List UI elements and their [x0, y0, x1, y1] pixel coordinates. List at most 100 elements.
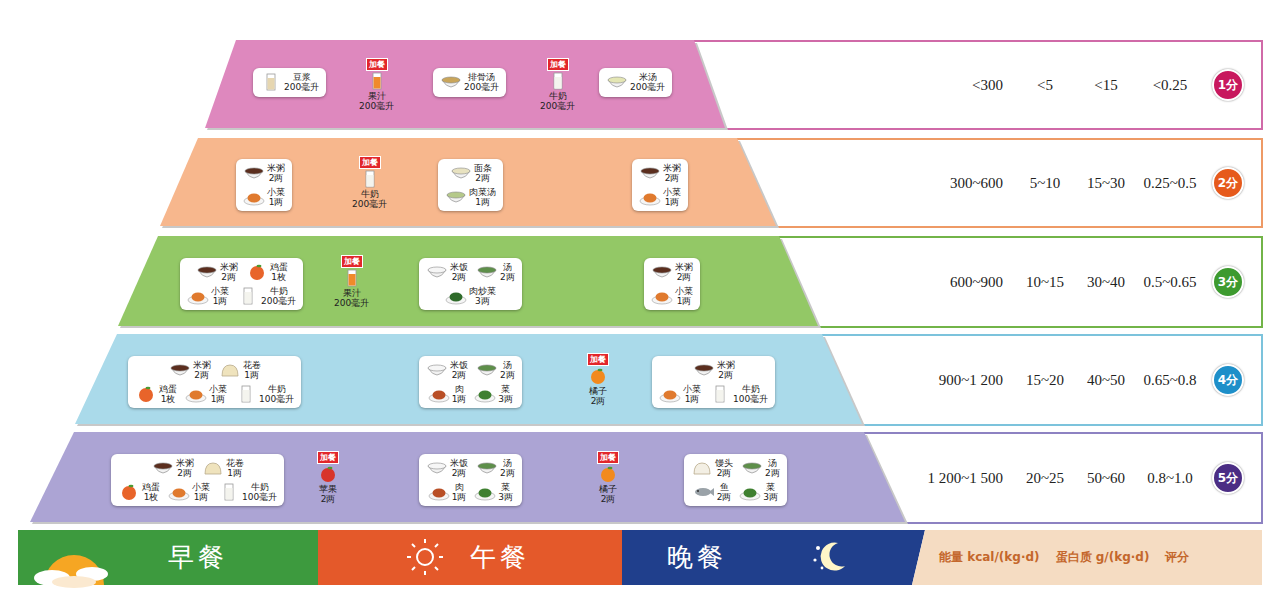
bowl-food: [653, 267, 671, 273]
food-label: 果汁 200毫升: [334, 288, 369, 309]
fish-body: [695, 488, 711, 496]
food-label: 汤 2两: [765, 458, 780, 479]
dish-food: [190, 391, 203, 400]
bowl-food: [641, 168, 659, 174]
header-text: 蛋白质 g/(kg·d): [1056, 549, 1150, 566]
drink: [717, 390, 724, 402]
dish-food: [173, 489, 186, 498]
card-row: 小菜 1两: [639, 187, 681, 208]
sun-ray: [424, 539, 426, 543]
food-item: 汤 2两: [741, 458, 780, 479]
sun-ray: [412, 544, 415, 547]
meal-card: 米粥 2两小菜 1两牛奶 100毫升: [652, 356, 775, 408]
food-icon: [426, 263, 448, 281]
food-item: 小菜 1两: [187, 286, 229, 307]
value-cell: 0.65~0.8: [1143, 372, 1196, 389]
meal-card: 米饭 2两汤 2两肉 1两菜 3两: [419, 356, 522, 408]
dish-food: [644, 194, 657, 203]
food-item: 鸡蛋 1枚: [118, 482, 160, 503]
food-item: 豆浆 200毫升: [260, 72, 319, 93]
breakfast-band: [18, 530, 318, 585]
value-cell: 15~30: [1087, 175, 1125, 192]
food-icon: [243, 164, 265, 182]
card-row: 排骨汤 200毫升: [440, 72, 499, 93]
food-label: 米饭 2两: [450, 458, 468, 479]
dish-food: [744, 489, 757, 498]
bowl-food: [447, 192, 465, 198]
score-circle: 2分: [1212, 167, 1244, 199]
card-row: 小菜 1两: [243, 187, 285, 208]
leaf: [256, 265, 261, 268]
card-row: 米粥 2两: [651, 262, 693, 283]
header-text: 评分: [1165, 549, 1189, 566]
dish-food: [432, 489, 445, 498]
meal-card: 米汤 200毫升: [599, 68, 672, 97]
food-label: 橘子 2两: [589, 386, 607, 407]
card-row: 米饭 2两汤 2两: [426, 262, 515, 283]
drink: [366, 175, 373, 187]
value-cell: <0.25: [1153, 77, 1188, 94]
food-icon: [428, 385, 450, 403]
sunrise-illustration: [34, 555, 108, 588]
glass: [242, 386, 250, 402]
food-label: 小菜 1两: [211, 286, 229, 307]
star: [821, 567, 824, 570]
meal-card: 米粥 2两花卷 1两鸡蛋 1枚小菜 1两牛奶 100毫升: [128, 356, 301, 408]
snack-item: 加餐牛奶 200毫升: [540, 58, 575, 112]
pyramid-tier: 900~1 20015~2040~500.65~0.8米粥 2两花卷 1两鸡蛋 …: [0, 334, 1264, 426]
food-icon: [218, 483, 240, 501]
food-label: 小菜 1两: [192, 482, 210, 503]
meal-name: 午餐: [470, 540, 530, 575]
glass: [267, 74, 275, 90]
sun-disc: [417, 549, 433, 565]
value-cell: 0.5~0.65: [1143, 274, 1196, 291]
food-item: 米粥 2两: [639, 163, 681, 184]
food-icon: [428, 483, 450, 501]
food-icon: [639, 164, 661, 182]
pyramid-tier: 1 200~1 50020~2550~600.8~1.0米粥 2两花卷 1两鸡蛋…: [0, 432, 1264, 524]
score-text: 2分: [1218, 175, 1238, 192]
leaf: [129, 485, 134, 488]
sun-ray: [439, 556, 443, 558]
bowl-food: [442, 77, 460, 83]
glass: [366, 171, 374, 187]
dish-food: [479, 489, 492, 498]
bowl-food: [171, 365, 189, 371]
food-icon: [243, 188, 265, 206]
value-cell: 20~25: [1026, 470, 1064, 487]
score-circle: 4分: [1212, 364, 1244, 396]
snack-badge: 加餐: [366, 58, 388, 71]
snack-badge: 加餐: [597, 451, 619, 464]
bowl-food: [478, 267, 496, 273]
leaf: [608, 467, 613, 470]
food-icon: [693, 361, 715, 379]
food-label: 米粥 2两: [193, 360, 211, 381]
food-item: 排骨汤 200毫升: [440, 72, 499, 93]
sun-ray: [424, 571, 426, 575]
food-label: 肉 1两: [452, 384, 467, 405]
food-item: 小菜 1两: [651, 286, 693, 307]
fruit: [139, 388, 153, 402]
snack-item: 加餐牛奶 200毫升: [352, 156, 387, 210]
snack-item: 加餐果汁 200毫升: [334, 255, 369, 309]
value-cell: <300: [972, 77, 1003, 94]
snack-badge: 加餐: [317, 451, 339, 464]
value-cell: 0.25~0.5: [1143, 175, 1196, 192]
food-item: 花卷 1两: [219, 360, 261, 381]
moon: [821, 543, 845, 571]
food-icon: [260, 73, 282, 91]
food-icon: [659, 385, 681, 403]
card-row: 豆浆 200毫升: [260, 72, 319, 93]
glass: [373, 73, 381, 89]
food-item: 菜 3两: [474, 384, 513, 405]
lunch-band: [318, 530, 622, 585]
food-label: 鸡蛋 1枚: [159, 384, 177, 405]
food-icon: [168, 483, 190, 501]
glass: [244, 288, 252, 304]
food-label: 果汁 200毫升: [359, 91, 394, 112]
card-row: 米汤 200毫升: [606, 72, 665, 93]
food-item: 小菜 1两: [168, 482, 210, 503]
meal-card: 豆浆 200毫升: [253, 68, 326, 97]
food-item: 牛奶 100毫升: [235, 384, 294, 405]
